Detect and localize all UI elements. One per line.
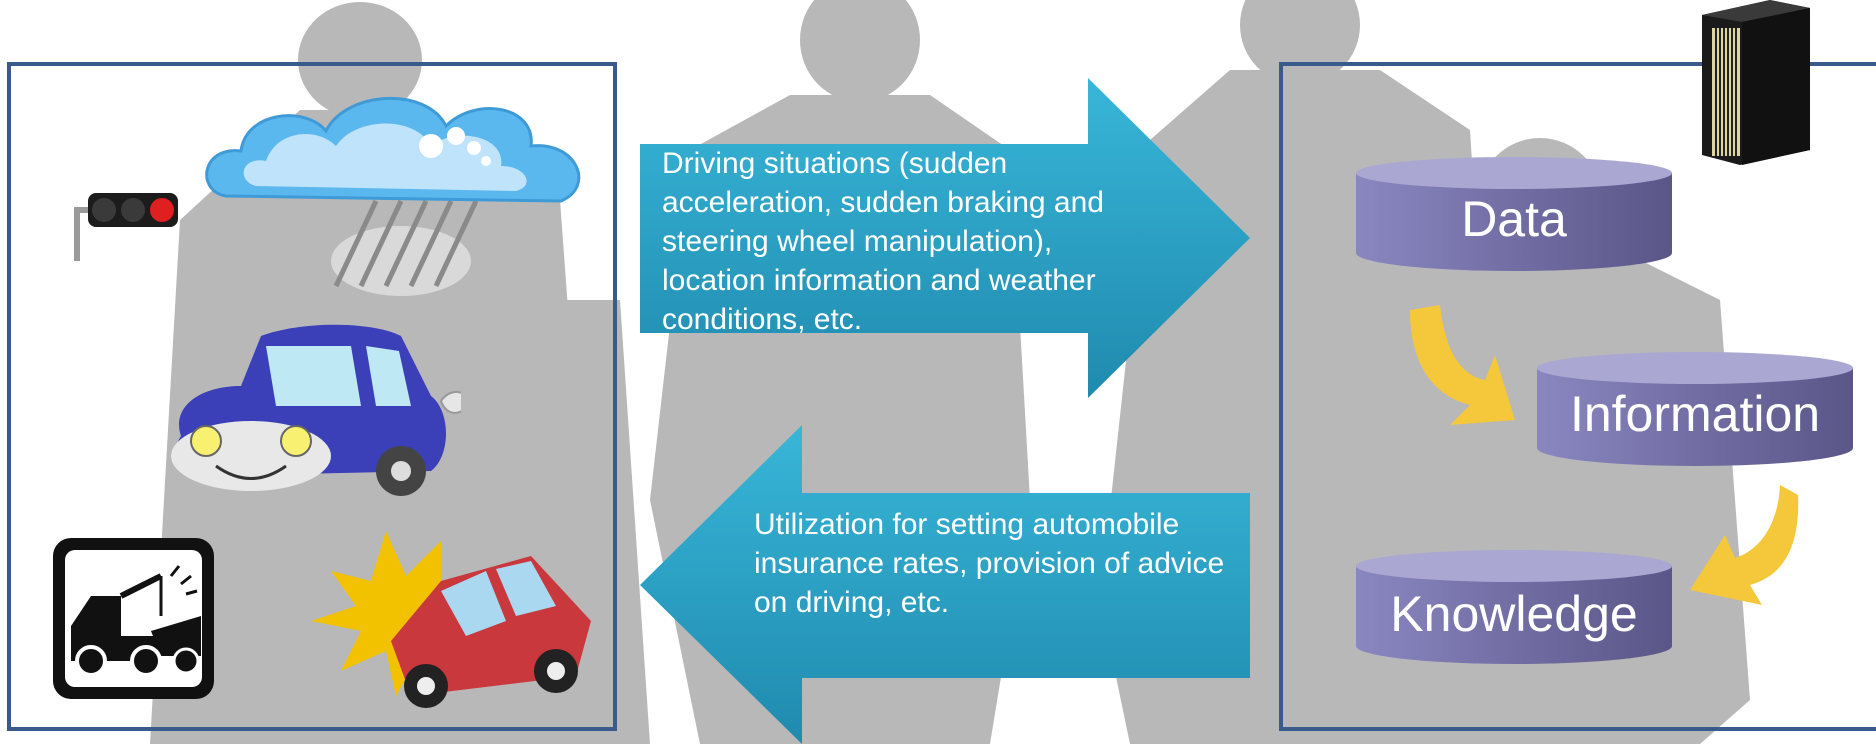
- tow-truck-icon: [53, 538, 214, 699]
- data-cylinder: [1356, 157, 1672, 271]
- car-collision-icon: [311, 531, 591, 708]
- information-cylinder: [1537, 352, 1853, 466]
- server-icon: [1702, 0, 1810, 165]
- data-flow-arrow-forward: [640, 78, 1250, 398]
- driving-situations-text: Driving situations (sudden acceleration,…: [662, 147, 1104, 336]
- vehicle-panel: [7, 62, 617, 731]
- data-label: Data: [1461, 191, 1567, 247]
- traffic-light-icon: [74, 193, 178, 261]
- knowledge-cylinder: [1356, 550, 1672, 664]
- knowledge-label: Knowledge: [1390, 586, 1638, 642]
- analysis-panel: [1279, 62, 1876, 731]
- curved-arrow-icon: [1410, 305, 1515, 425]
- rain-cloud-icon: [205, 97, 581, 296]
- information-label: Information: [1569, 386, 1821, 442]
- car-icon: [171, 324, 461, 496]
- utilization-text: Utilization for setting automobile insur…: [754, 508, 1225, 619]
- curved-arrow-icon: [1690, 485, 1799, 605]
- data-flow-arrow-backward: [640, 425, 1250, 744]
